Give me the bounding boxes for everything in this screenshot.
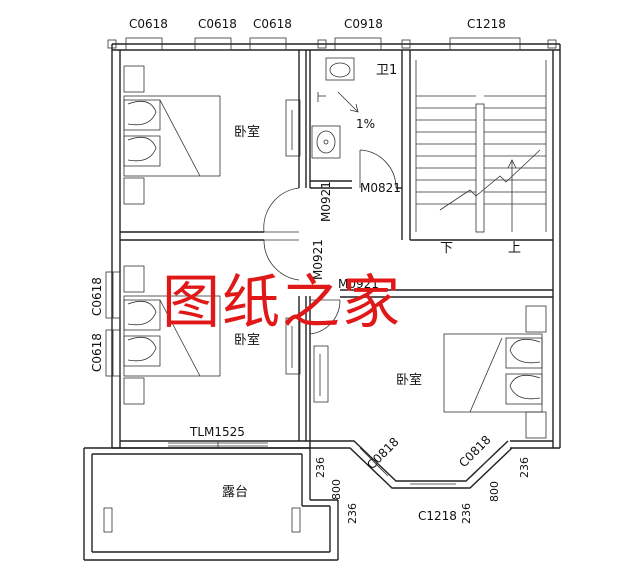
window-label-bay-left: C0818 bbox=[364, 435, 401, 472]
bed-mid-left bbox=[123, 265, 301, 405]
window-label-top-5: C1218 bbox=[467, 17, 506, 31]
bay-dim-right-a: 236 bbox=[460, 503, 473, 524]
top-windows bbox=[107, 37, 557, 51]
window-label-bay-right: C0818 bbox=[456, 433, 493, 470]
door-label-balcony: TLM1525 bbox=[189, 425, 245, 439]
door-label-corridor-b: M0921 bbox=[311, 239, 325, 280]
window-label-top-3: C0618 bbox=[253, 17, 292, 31]
bed-right bbox=[313, 305, 547, 439]
bay-dim-right-c: 236 bbox=[518, 457, 531, 478]
bathroom-slope-label: 1% bbox=[356, 117, 375, 131]
balcony bbox=[83, 441, 339, 561]
room-label-bedroom-top-left: 卧室 bbox=[234, 124, 260, 140]
stair-down-label: 下 bbox=[440, 241, 453, 256]
door-label-bath: M0821 bbox=[360, 181, 401, 195]
bay-dim-right-b: 800 bbox=[488, 481, 501, 502]
door-label-corridor-a: M0921 bbox=[319, 181, 333, 222]
window-label-left-1: C0618 bbox=[90, 277, 104, 316]
bathroom-fixtures bbox=[311, 57, 359, 159]
window-label-bay-bottom: C1218 bbox=[418, 509, 457, 523]
left-windows bbox=[105, 271, 121, 377]
outer-walls bbox=[111, 43, 561, 449]
interior-walls bbox=[120, 50, 553, 448]
stairwell bbox=[415, 60, 547, 233]
room-label-bedroom-right: 卧室 bbox=[396, 372, 422, 388]
corridor-doors bbox=[263, 187, 341, 335]
room-label-balcony: 露台 bbox=[222, 485, 248, 500]
bed-top-left bbox=[123, 65, 301, 205]
stair-up-label: 上 bbox=[508, 241, 521, 256]
bay-dim-left-a: 236 bbox=[314, 457, 327, 478]
window-label-left-2: C0618 bbox=[90, 333, 104, 372]
bay-dim-left-b: 800 bbox=[330, 479, 343, 500]
window-label-top-1: C0618 bbox=[129, 17, 168, 31]
bathroom-door bbox=[359, 149, 397, 189]
room-label-bedroom-mid-left: 卧室 bbox=[234, 332, 260, 348]
room-label-bathroom: 卫1 bbox=[376, 63, 397, 78]
window-label-top-2: C0618 bbox=[198, 17, 237, 31]
bay-dim-left-c: 236 bbox=[346, 503, 359, 524]
door-label-corridor-c: M0921 bbox=[338, 277, 379, 291]
window-label-top-4: C0918 bbox=[344, 17, 383, 31]
bay-window bbox=[310, 440, 513, 489]
watermark: 图纸之家 bbox=[162, 268, 402, 336]
